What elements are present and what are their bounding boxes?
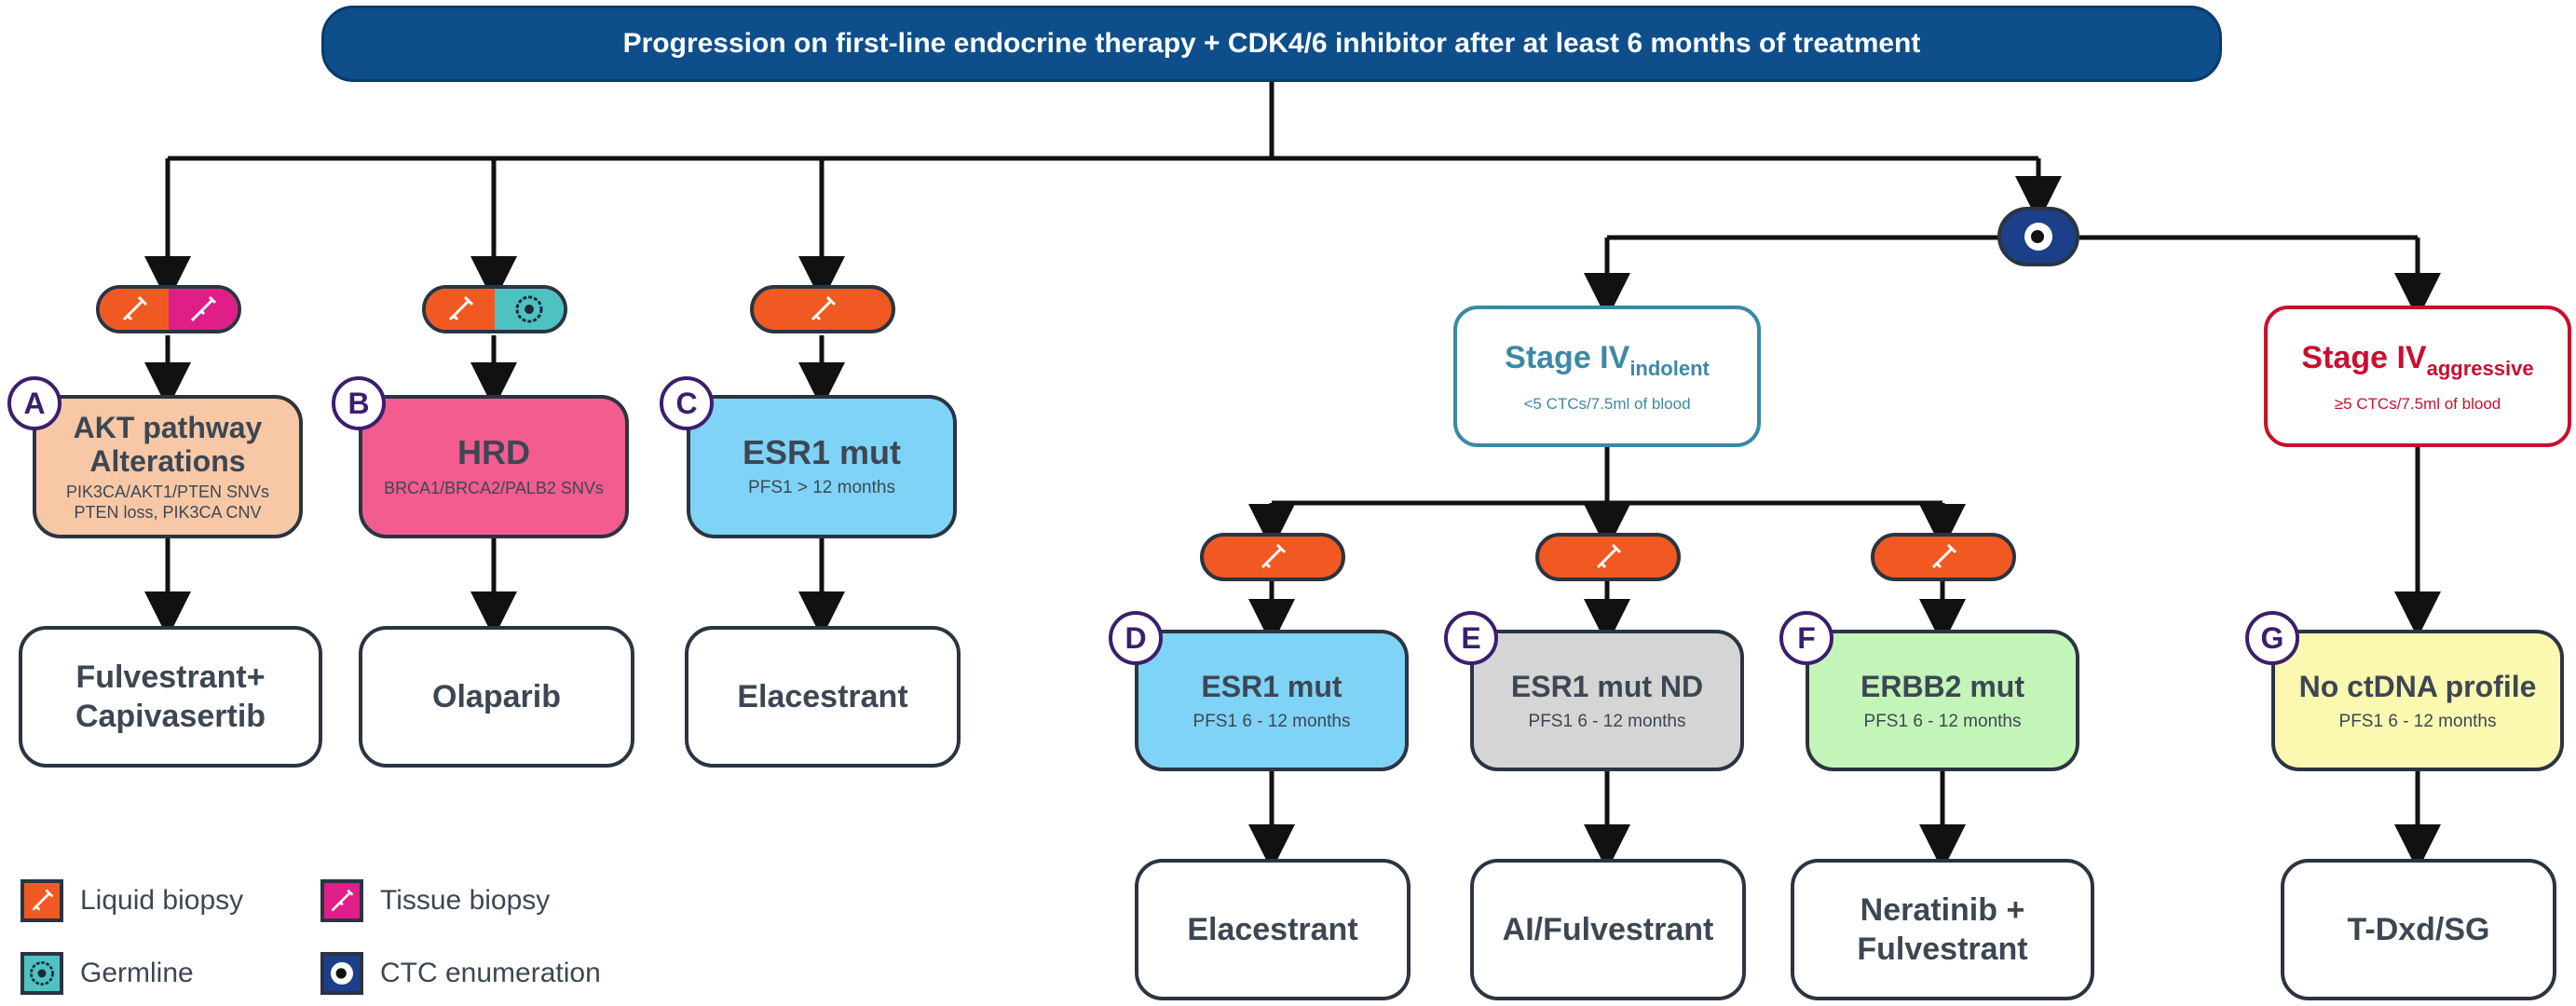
ctc-eye-icon bbox=[331, 962, 353, 985]
test-pill-e bbox=[1535, 533, 1681, 581]
node-f-title: ERBB2 mut bbox=[1860, 670, 2024, 703]
blood-tube-icon bbox=[1204, 537, 1342, 578]
node-g-no-ctdna: No ctDNA profile PFS1 6 - 12 months bbox=[2271, 630, 2564, 771]
treatment-g: T-Dxd/SG bbox=[2281, 859, 2556, 1000]
test-pill-c bbox=[750, 285, 895, 333]
treatment-e: AI/Fulvestrant bbox=[1470, 859, 1746, 1000]
header-title: Progression on first-line endocrine ther… bbox=[622, 28, 1921, 59]
node-d-esr1: ESR1 mut PFS1 6 - 12 months bbox=[1135, 630, 1409, 771]
node-e-detail: PFS1 6 - 12 months bbox=[1528, 712, 1686, 731]
node-b-title: HRD bbox=[457, 433, 530, 471]
stage-indolent-detail: <5 CTCs/7.5ml of blood bbox=[1523, 395, 1691, 413]
letter-badge-a: A bbox=[7, 376, 61, 430]
treatment-f: Neratinib + Fulvestrant bbox=[1791, 859, 2094, 1000]
treatment-c-label: Elacestrant bbox=[737, 679, 908, 714]
treatment-c: Elacestrant bbox=[685, 626, 961, 768]
letter-badge-e: E bbox=[1444, 611, 1498, 665]
header-banner: Progression on first-line endocrine ther… bbox=[321, 6, 2222, 82]
node-d-detail: PFS1 6 - 12 months bbox=[1193, 712, 1351, 731]
node-d-title: ESR1 mut bbox=[1201, 670, 1343, 703]
node-f-detail: PFS1 6 - 12 months bbox=[1863, 712, 2022, 731]
node-g-title: No ctDNA profile bbox=[2298, 670, 2537, 703]
stage-indolent-box: Stage IVindolent <5 CTCs/7.5ml of blood bbox=[1453, 306, 1761, 447]
node-c-title: ESR1 mut bbox=[742, 433, 902, 471]
letter-badge-g: G bbox=[2245, 611, 2299, 665]
legend-germline-label: Germline bbox=[80, 958, 194, 988]
blood-tube-icon bbox=[754, 289, 892, 330]
node-b-detail: BRCA1/BRCA2/PALB2 SNVs bbox=[384, 479, 604, 497]
ctc-eye-icon bbox=[2001, 211, 2076, 263]
test-pill-f bbox=[1871, 533, 2016, 581]
test-pill-b bbox=[422, 285, 567, 333]
biopsy-needle-icon bbox=[169, 289, 238, 330]
node-f-erbb2: ERBB2 mut PFS1 6 - 12 months bbox=[1806, 630, 2079, 771]
treatment-a-label: Fulvestrant+ Capivasertib bbox=[75, 659, 266, 734]
letter-badge-f: F bbox=[1779, 611, 1833, 665]
treatment-e-label: AI/Fulvestrant bbox=[1502, 912, 1714, 947]
letter-badge-b: B bbox=[332, 376, 386, 430]
treatment-b-label: Olaparib bbox=[432, 679, 561, 714]
blood-tube-icon bbox=[426, 289, 495, 330]
treatment-f-label: Neratinib + Fulvestrant bbox=[1857, 892, 2028, 967]
legend-tissue-biopsy-swatch bbox=[320, 879, 363, 922]
letter-badge-d: D bbox=[1109, 611, 1163, 665]
letter-badge-c: C bbox=[660, 376, 714, 430]
legend-liquid-biopsy-swatch bbox=[20, 879, 63, 922]
node-e-title: ESR1 mut ND bbox=[1510, 670, 1704, 703]
legend-tissue-biopsy-label: Tissue biopsy bbox=[380, 885, 551, 916]
blood-tube-icon bbox=[1539, 537, 1677, 578]
stage-aggressive-detail: ≥5 CTCs/7.5ml of blood bbox=[2334, 395, 2501, 413]
treatment-b: Olaparib bbox=[359, 626, 634, 768]
node-a-detail: PIK3CA/AKT1/PTEN SNVs PTEN loss, PIK3CA … bbox=[65, 483, 270, 522]
blood-tube-icon bbox=[1874, 537, 2012, 578]
test-pill-a bbox=[96, 285, 241, 333]
cell-icon bbox=[30, 961, 54, 986]
ctc-enumeration-pill bbox=[1997, 207, 2079, 266]
node-a-akt: AKT pathway Alterations PIK3CA/AKT1/PTEN… bbox=[33, 395, 303, 538]
blood-tube-icon bbox=[32, 889, 54, 911]
biopsy-needle-icon bbox=[331, 889, 354, 912]
legend-ctc-swatch bbox=[320, 952, 363, 995]
stage-aggressive-title: Stage IVaggressive bbox=[2301, 340, 2534, 380]
node-a-title: AKT pathway Alterations bbox=[73, 411, 263, 478]
legend-germline-swatch bbox=[20, 952, 63, 995]
stage-aggressive-box: Stage IVaggressive ≥5 CTCs/7.5ml of bloo… bbox=[2264, 306, 2571, 447]
node-c-detail: PFS1 > 12 months bbox=[748, 478, 895, 497]
cell-icon bbox=[495, 289, 564, 330]
legend-liquid-biopsy-label: Liquid biopsy bbox=[80, 885, 244, 916]
node-c-esr1: ESR1 mut PFS1 > 12 months bbox=[687, 395, 957, 538]
treatment-d: Elacestrant bbox=[1135, 859, 1411, 1000]
legend-ctc-label: CTC enumeration bbox=[380, 958, 601, 988]
treatment-g-label: T-Dxd/SG bbox=[2347, 912, 2490, 947]
stage-indolent-title: Stage IVindolent bbox=[1505, 340, 1710, 380]
blood-tube-icon bbox=[100, 289, 169, 330]
treatment-d-label: Elacestrant bbox=[1187, 912, 1358, 947]
node-e-esr1-nd: ESR1 mut ND PFS1 6 - 12 months bbox=[1470, 630, 1744, 771]
node-b-hrd: HRD BRCA1/BRCA2/PALB2 SNVs bbox=[359, 395, 629, 538]
test-pill-d bbox=[1200, 533, 1345, 581]
node-g-detail: PFS1 6 - 12 months bbox=[2338, 712, 2497, 731]
treatment-a: Fulvestrant+ Capivasertib bbox=[19, 626, 322, 768]
